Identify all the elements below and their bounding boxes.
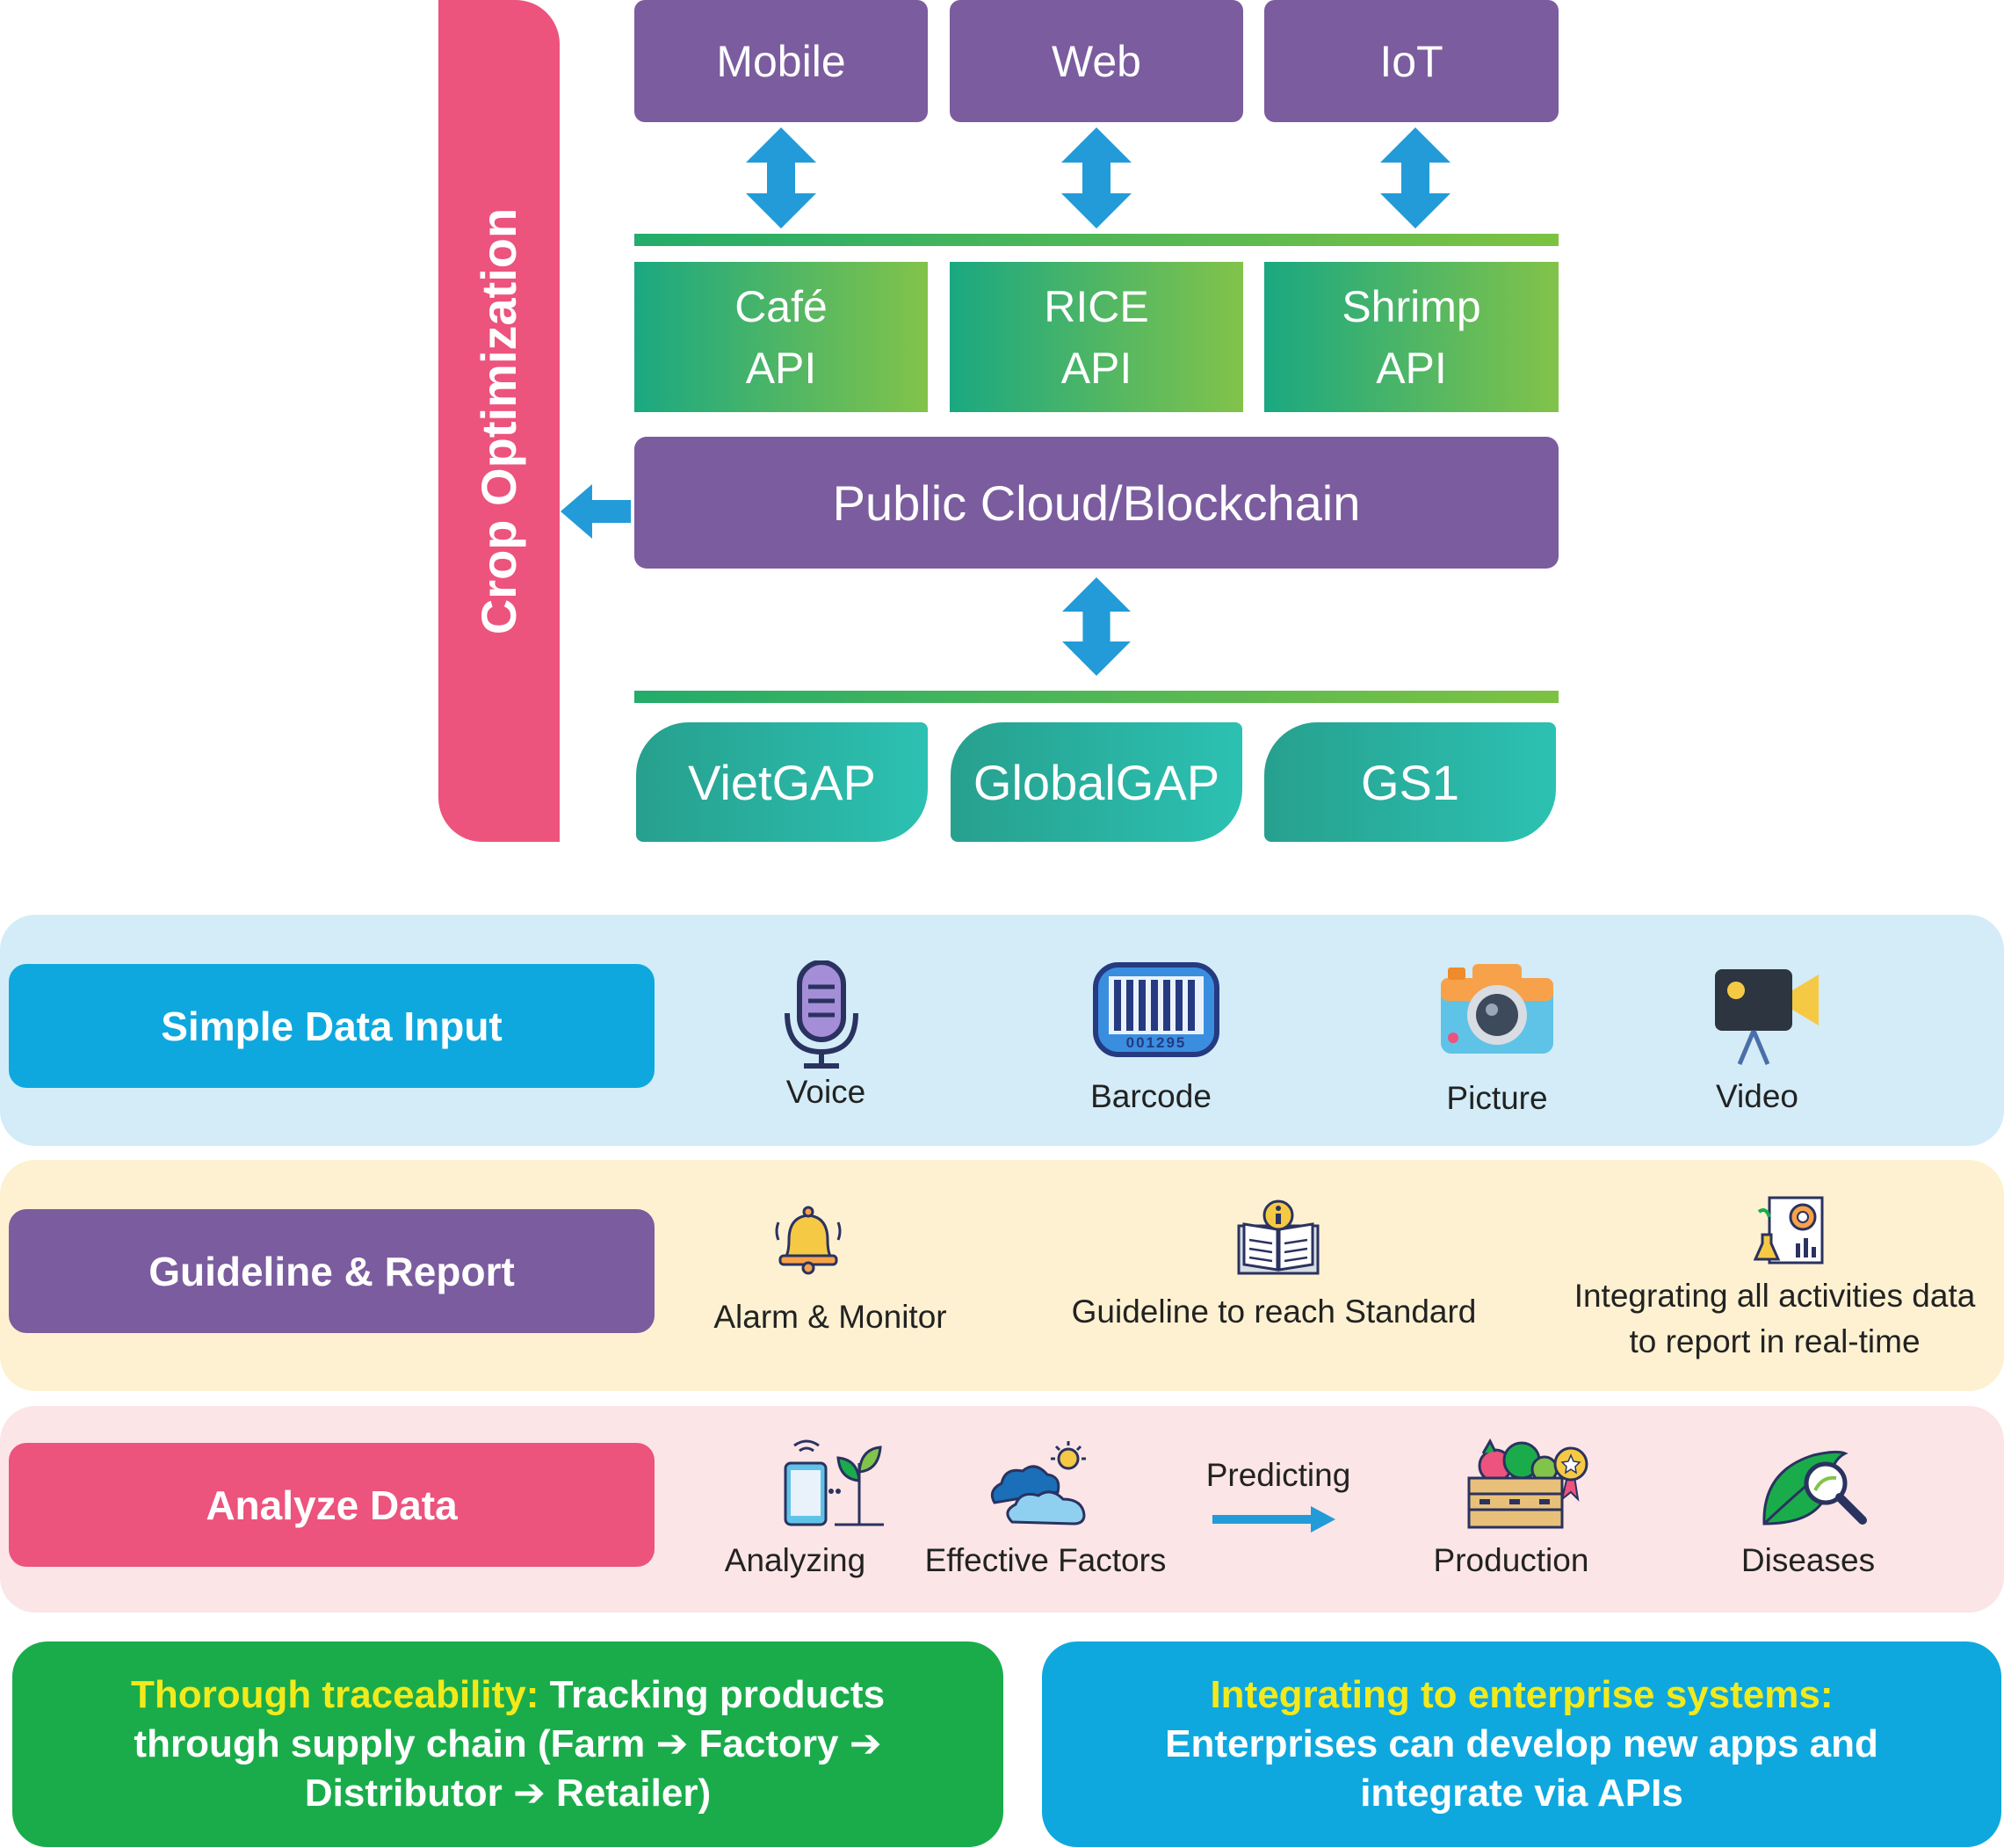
analyze-data-title: Analyze Data	[206, 1482, 458, 1528]
video-camera-icon	[1715, 969, 1819, 1065]
analyze-predicting-label: Predicting	[1205, 1457, 1351, 1493]
api-cafe-line1: Café	[734, 281, 828, 331]
api-shrimp: Shrimp API	[1264, 262, 1559, 412]
analyze-data-label: Analyze Data	[9, 1443, 655, 1567]
report-chart-icon	[1754, 1196, 1824, 1265]
microphone-icon	[785, 960, 858, 1069]
standard-globalgap-label: GlobalGAP	[973, 754, 1220, 810]
enterprise-line2: integrate via APIs	[1360, 1772, 1683, 1815]
standard-globalgap: GlobalGAP	[951, 722, 1242, 842]
crop-optimization-bar: Crop Optimization	[438, 0, 560, 842]
double-arrow-icon	[1062, 577, 1131, 676]
api-cafe-line2: API	[745, 343, 817, 393]
guideline-standard-label: Guideline to reach Standard	[1071, 1294, 1477, 1330]
channel-mobile: Mobile	[634, 0, 928, 122]
guideline-integrating-label-line2: to report in real-time	[1629, 1323, 1921, 1359]
traceability-line1: Thorough traceability: Tracking products	[131, 1670, 885, 1720]
traceability-line3: Distributor ➔ Retailer)	[304, 1772, 712, 1815]
simple-data-input-label: Simple Data Input	[9, 964, 655, 1088]
info-book-icon	[1237, 1199, 1320, 1275]
camera-icon	[1441, 964, 1553, 1054]
api-shrimp-line2: API	[1376, 343, 1447, 393]
weather-icon	[990, 1441, 1086, 1526]
enterprise-box: Integrating to enterprise systems: Enter…	[1042, 1641, 2001, 1847]
barcode-icon: 001295	[1093, 962, 1219, 1057]
analyze-factors-label: Effective Factors	[924, 1542, 1167, 1578]
channel-web: Web	[950, 0, 1243, 122]
analyze-diseases-label: Diseases	[1740, 1542, 1876, 1578]
api-cafe: Café API	[634, 262, 928, 412]
standard-vietgap: VietGAP	[636, 722, 928, 842]
public-cloud-label: Public Cloud/Blockchain	[832, 475, 1361, 531]
channel-web-label: Web	[1052, 36, 1141, 86]
analyze-production-label: Production	[1433, 1542, 1589, 1578]
public-cloud-box: Public Cloud/Blockchain	[634, 437, 1559, 569]
standard-gs1-label: GS1	[1360, 754, 1460, 810]
channel-mobile-label: Mobile	[716, 36, 846, 86]
traceability-box: Thorough traceability: Tracking products…	[12, 1641, 1003, 1847]
analyze-analyzing-label: Analyzing	[724, 1542, 866, 1578]
api-rice: RICE API	[950, 262, 1243, 412]
api-shrimp-line1: Shrimp	[1342, 281, 1481, 331]
barcode-number: 001295	[1125, 1034, 1187, 1051]
left-arrow-icon	[561, 484, 631, 539]
enterprise-title: Integrating to enterprise systems:	[1210, 1673, 1834, 1716]
standards-layer-line	[634, 691, 1559, 703]
guideline-alarm-label: Alarm & Monitor	[713, 1299, 947, 1335]
input-barcode-label: Barcode	[1090, 1078, 1212, 1114]
api-rice-line1: RICE	[1044, 281, 1149, 331]
input-picture-label: Picture	[1446, 1080, 1548, 1116]
double-arrow-icon	[1380, 127, 1451, 228]
traceability-line2: through supply chain (Farm ➔ Factory ➔	[134, 1722, 882, 1765]
standard-vietgap-label: VietGAP	[688, 754, 876, 810]
bell-icon	[775, 1206, 842, 1275]
guideline-integrating-label-line1: Integrating all activities data	[1574, 1278, 1976, 1314]
produce-crate-icon	[1467, 1438, 1588, 1529]
leaf-magnifier-icon	[1762, 1450, 1867, 1526]
api-layer-line	[634, 234, 1559, 246]
double-arrow-icon	[1061, 127, 1132, 228]
input-video-label: Video	[1716, 1078, 1798, 1114]
smart-farming-icon	[784, 1439, 884, 1526]
channel-iot-label: IoT	[1379, 36, 1443, 86]
traceability-title: Thorough traceability:	[130, 1673, 539, 1716]
input-voice-label: Voice	[785, 1074, 866, 1110]
enterprise-line1: Enterprises can develop new apps and	[1165, 1722, 1878, 1765]
right-arrow-icon	[1212, 1506, 1335, 1533]
api-rice-line2: API	[1060, 343, 1132, 393]
simple-data-input-title: Simple Data Input	[161, 1003, 503, 1049]
standard-gs1: GS1	[1264, 722, 1556, 842]
crop-optimization-label: Crop Optimization	[471, 207, 527, 634]
double-arrow-icon	[746, 127, 816, 228]
channel-iot: IoT	[1264, 0, 1559, 122]
guideline-report-title: Guideline & Report	[148, 1248, 515, 1294]
guideline-report-label: Guideline & Report	[9, 1209, 655, 1333]
traceability-text1: Tracking products	[539, 1673, 886, 1716]
